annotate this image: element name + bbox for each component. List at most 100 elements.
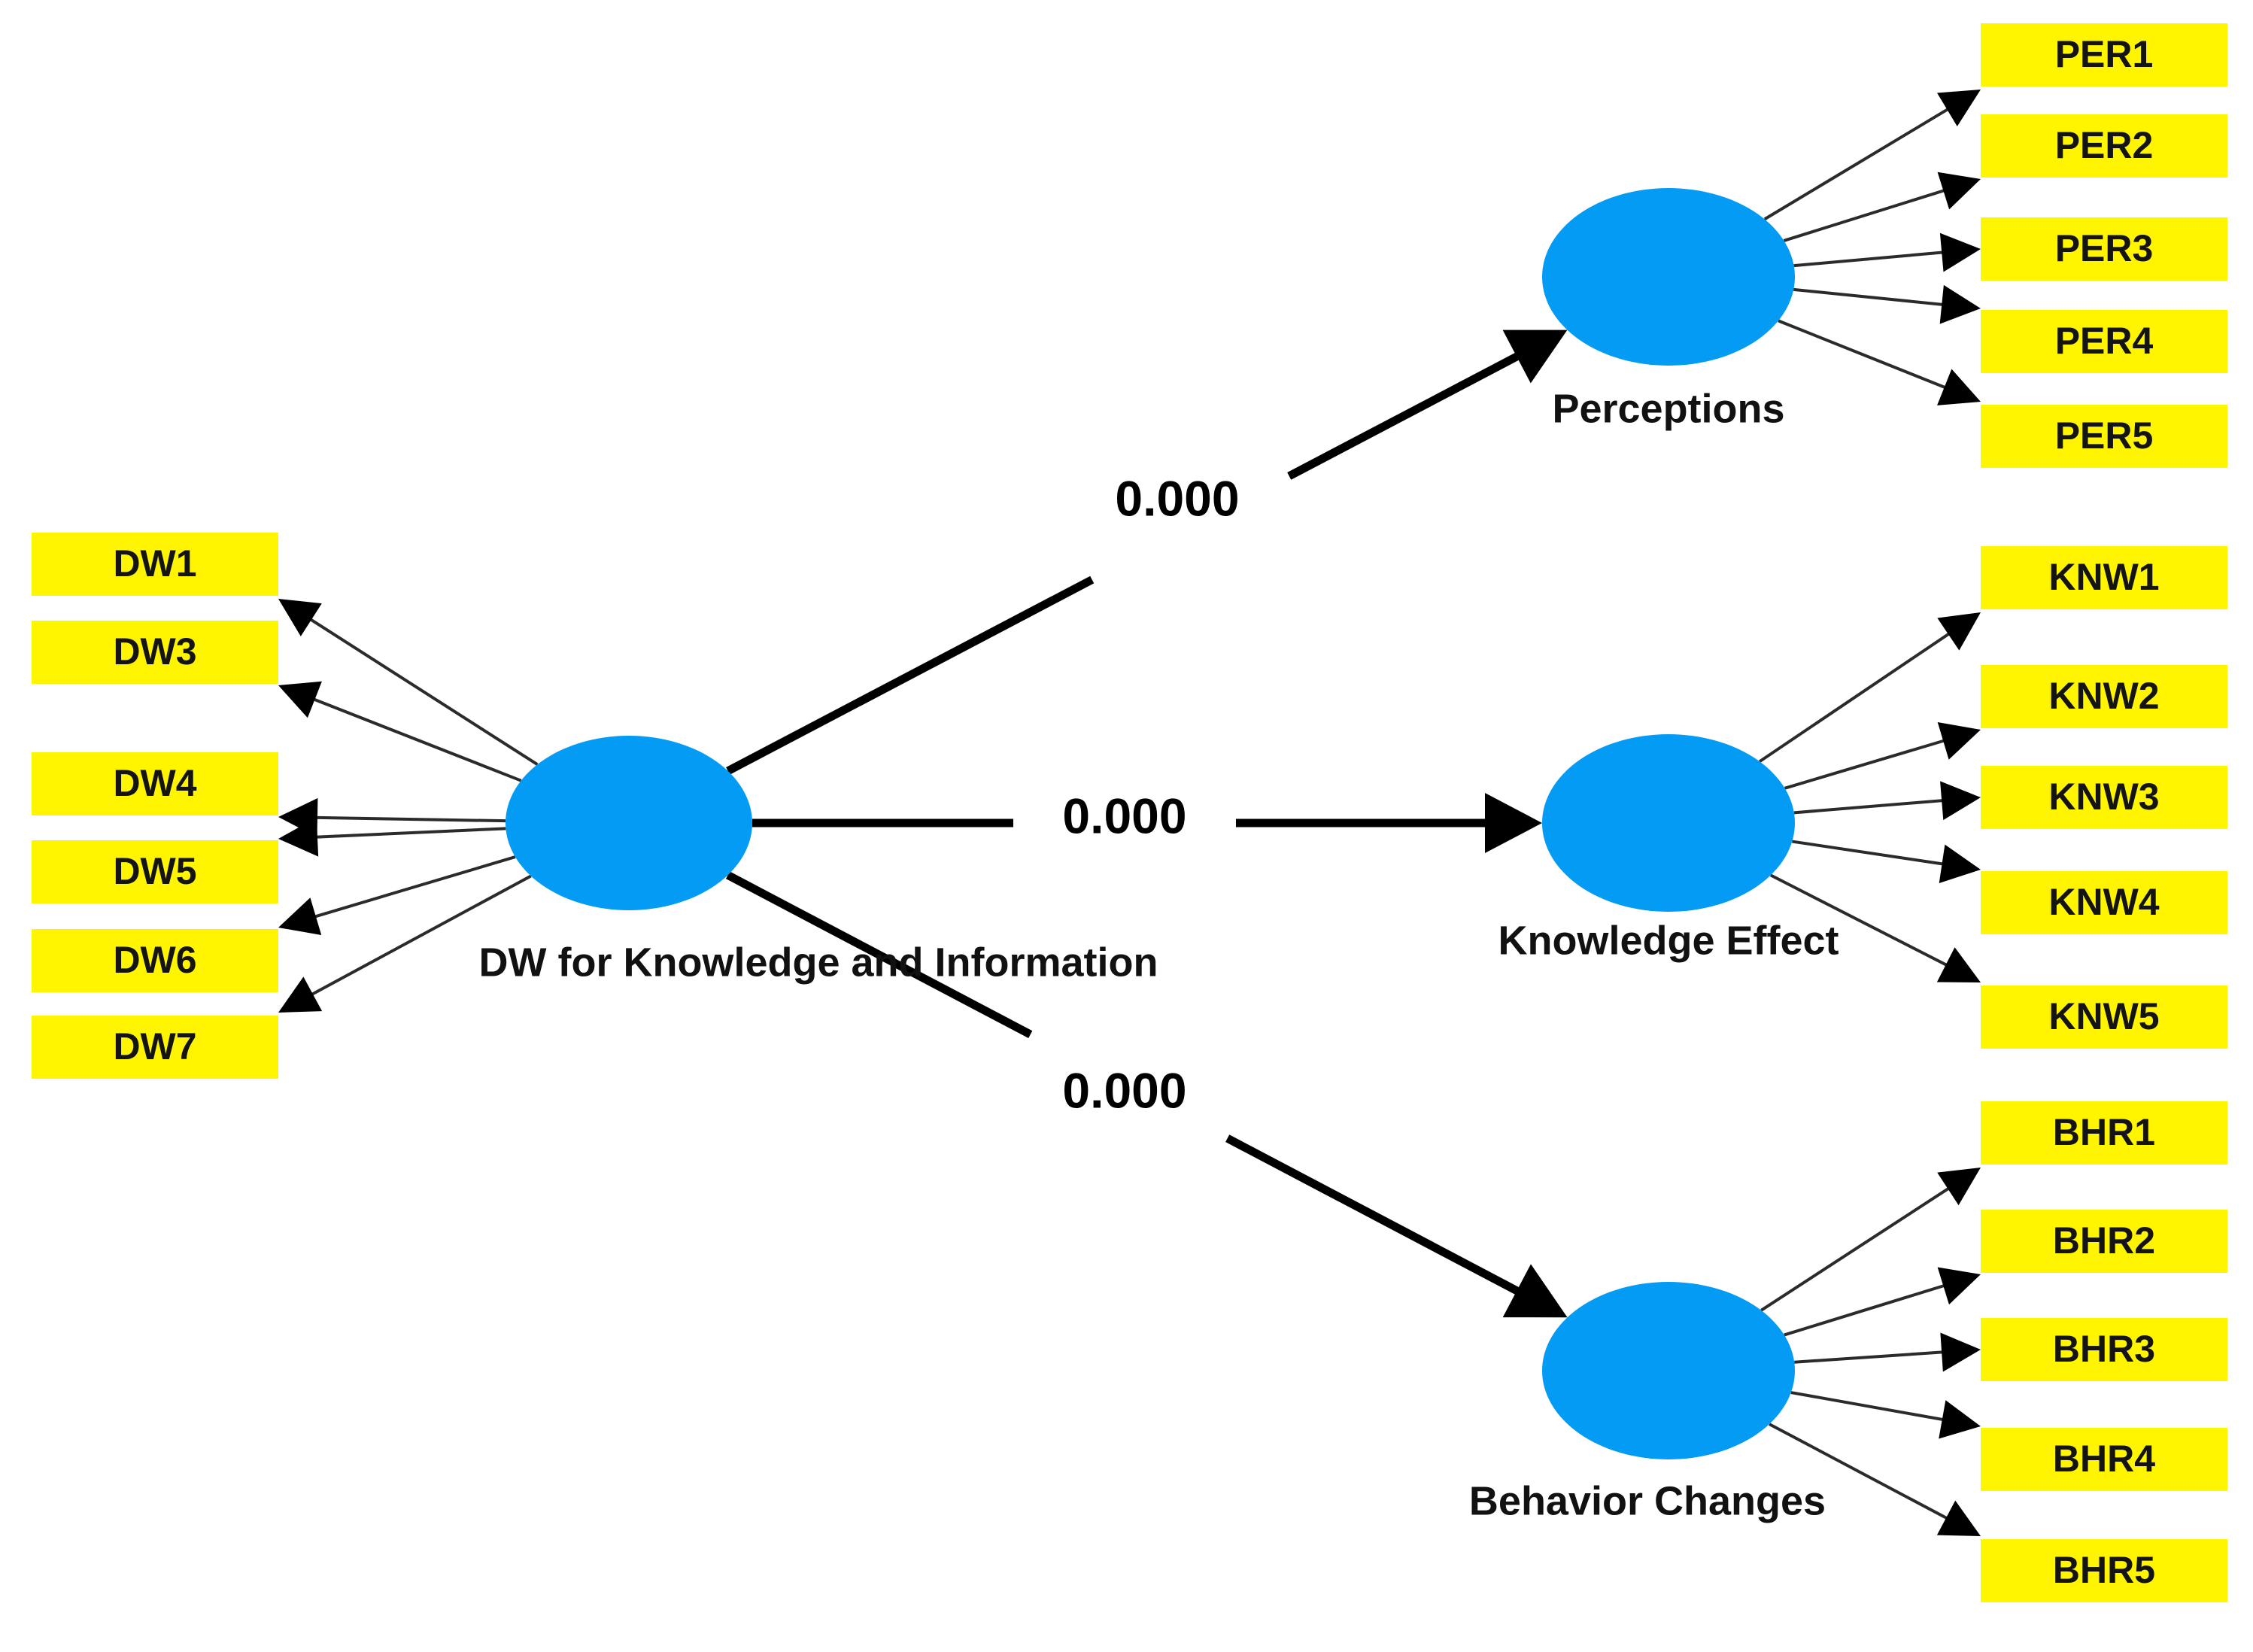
arrowhead-knw1 xyxy=(1937,612,1981,651)
arrowhead-dw6 xyxy=(278,897,322,936)
dw-to-behavior-arrowhead xyxy=(1502,1264,1568,1318)
dw-to-perceptions-segment-a xyxy=(726,575,1095,775)
indicator-box xyxy=(1981,114,2227,178)
arrowhead-per3 xyxy=(1939,232,1981,272)
latent-label-behavior: Behavior Changes xyxy=(1469,1478,1826,1523)
indicator-node-knw1: KNW1 xyxy=(1981,546,2227,609)
indicator-box xyxy=(1981,1210,2227,1273)
indicator-node-bhr4: BHR4 xyxy=(1981,1428,2227,1491)
loading-path-per3 xyxy=(1793,249,1957,268)
indicator-label: PER1 xyxy=(2055,33,2154,75)
indicator-label: DW7 xyxy=(113,1025,196,1067)
path-coefficient-dw-to-behavior: 0.000 xyxy=(1062,1062,1186,1118)
arrowhead-dw3 xyxy=(278,681,322,718)
latent-node-behavior xyxy=(1542,1282,1795,1459)
indicator-box xyxy=(32,752,278,815)
indicator-box xyxy=(1981,1428,2227,1491)
indicator-node-knw2: KNW2 xyxy=(1981,665,2227,728)
indicator-node-knw3: KNW3 xyxy=(1981,766,2227,829)
arrowhead-bhr1 xyxy=(1937,1168,1981,1206)
indicator-node-knw4: KNW4 xyxy=(1981,871,2227,934)
indicator-label: DW3 xyxy=(113,630,196,673)
indicator-node-per4: PER4 xyxy=(1981,310,2227,373)
indicator-node-dw6: DW6 xyxy=(32,929,278,992)
dw-to-behavior-segment-a xyxy=(725,871,1033,1039)
latent-label-knowledge: Knowledge Effect xyxy=(1498,918,1839,963)
loading-path-per4 xyxy=(1793,287,1957,308)
indicator-box xyxy=(1981,1101,2227,1165)
loading-path-bhr2 xyxy=(1784,1280,1958,1337)
indicator-node-dw7: DW7 xyxy=(32,1016,278,1079)
loading-path-per5 xyxy=(1778,319,1959,394)
loading-path-dw4 xyxy=(302,815,506,823)
arrowhead-knw4 xyxy=(1939,844,1981,884)
latent-label-dw: DW for Knowledge and Information xyxy=(479,940,1158,985)
loading-path-knw4 xyxy=(1792,840,1957,868)
indicator-box xyxy=(1981,23,2227,87)
indicator-box xyxy=(1981,546,2227,609)
indicator-label: DW1 xyxy=(113,542,196,585)
indicator-label: PER5 xyxy=(2055,415,2154,457)
loading-path-bhr5 xyxy=(1769,1423,1960,1526)
loading-path-dw5 xyxy=(302,827,506,840)
indicator-label: KNW1 xyxy=(2048,556,2159,598)
indicator-box xyxy=(1981,665,2227,728)
loading-path-knw5 xyxy=(1769,873,1960,973)
arrowhead-bhr2 xyxy=(1937,1267,1981,1305)
arrowhead-per5 xyxy=(1937,369,1981,405)
loading-path-dw6 xyxy=(301,855,516,922)
dw-to-knowledge-arrowhead xyxy=(1485,793,1542,853)
indicator-node-per2: PER2 xyxy=(1981,114,2227,178)
indicator-label: PER3 xyxy=(2055,227,2154,269)
indicator-label: PER4 xyxy=(2055,320,2154,362)
indicator-node-per3: PER3 xyxy=(1981,217,2227,281)
indicator-box xyxy=(32,621,278,684)
indicator-box xyxy=(1981,405,2227,468)
loading-path-dw1 xyxy=(298,610,539,766)
indicator-label: BHR3 xyxy=(2053,1328,2155,1370)
indicator-box xyxy=(1981,1539,2227,1602)
indicator-box xyxy=(1981,985,2227,1049)
indicator-node-dw1: DW1 xyxy=(32,533,278,596)
latent-node-knowledge xyxy=(1542,734,1795,912)
indicator-label: BHR4 xyxy=(2053,1438,2155,1480)
dw-to-perceptions-arrowhead xyxy=(1502,329,1568,384)
path-coefficient-dw-to-perceptions: 0.000 xyxy=(1115,470,1239,526)
indicator-node-knw5: KNW5 xyxy=(1981,985,2227,1049)
arrowhead-bhr3 xyxy=(1940,1332,1981,1372)
indicator-label: KNW3 xyxy=(2048,776,2159,818)
latent-node-dw xyxy=(506,736,752,910)
loading-path-dw7 xyxy=(299,874,532,1003)
loading-path-per1 xyxy=(1763,100,1961,221)
indicator-label: BHR1 xyxy=(2053,1111,2155,1153)
latent-node-perceptions xyxy=(1542,188,1795,366)
indicator-label: KNW5 xyxy=(2048,995,2159,1037)
indicator-label: BHR5 xyxy=(2053,1549,2155,1591)
loading-path-bhr4 xyxy=(1790,1391,1957,1424)
indicator-box xyxy=(1981,310,2227,373)
loading-path-per2 xyxy=(1783,184,1958,242)
loading-path-knw3 xyxy=(1793,797,1957,815)
indicator-box xyxy=(32,1016,278,1079)
indicator-box xyxy=(32,533,278,596)
arrowhead-dw7 xyxy=(278,976,323,1013)
indicator-box xyxy=(32,929,278,992)
indicator-label: BHR2 xyxy=(2053,1219,2155,1262)
indicator-node-dw3: DW3 xyxy=(32,621,278,684)
indicator-label: DW5 xyxy=(113,850,196,892)
indicator-label: DW4 xyxy=(113,762,196,804)
indicator-box xyxy=(1981,217,2227,281)
structural-edges-layer xyxy=(725,329,1568,1318)
loading-edges-layer xyxy=(278,90,1981,1536)
indicator-label: DW6 xyxy=(113,939,196,981)
loading-path-knw2 xyxy=(1784,735,1958,790)
loading-path-bhr1 xyxy=(1760,1179,1962,1312)
indicator-label: PER2 xyxy=(2055,124,2154,166)
indicator-node-per1: PER1 xyxy=(1981,23,2227,87)
indicator-node-bhr5: BHR5 xyxy=(1981,1539,2227,1602)
arrowhead-per1 xyxy=(1937,90,1981,127)
